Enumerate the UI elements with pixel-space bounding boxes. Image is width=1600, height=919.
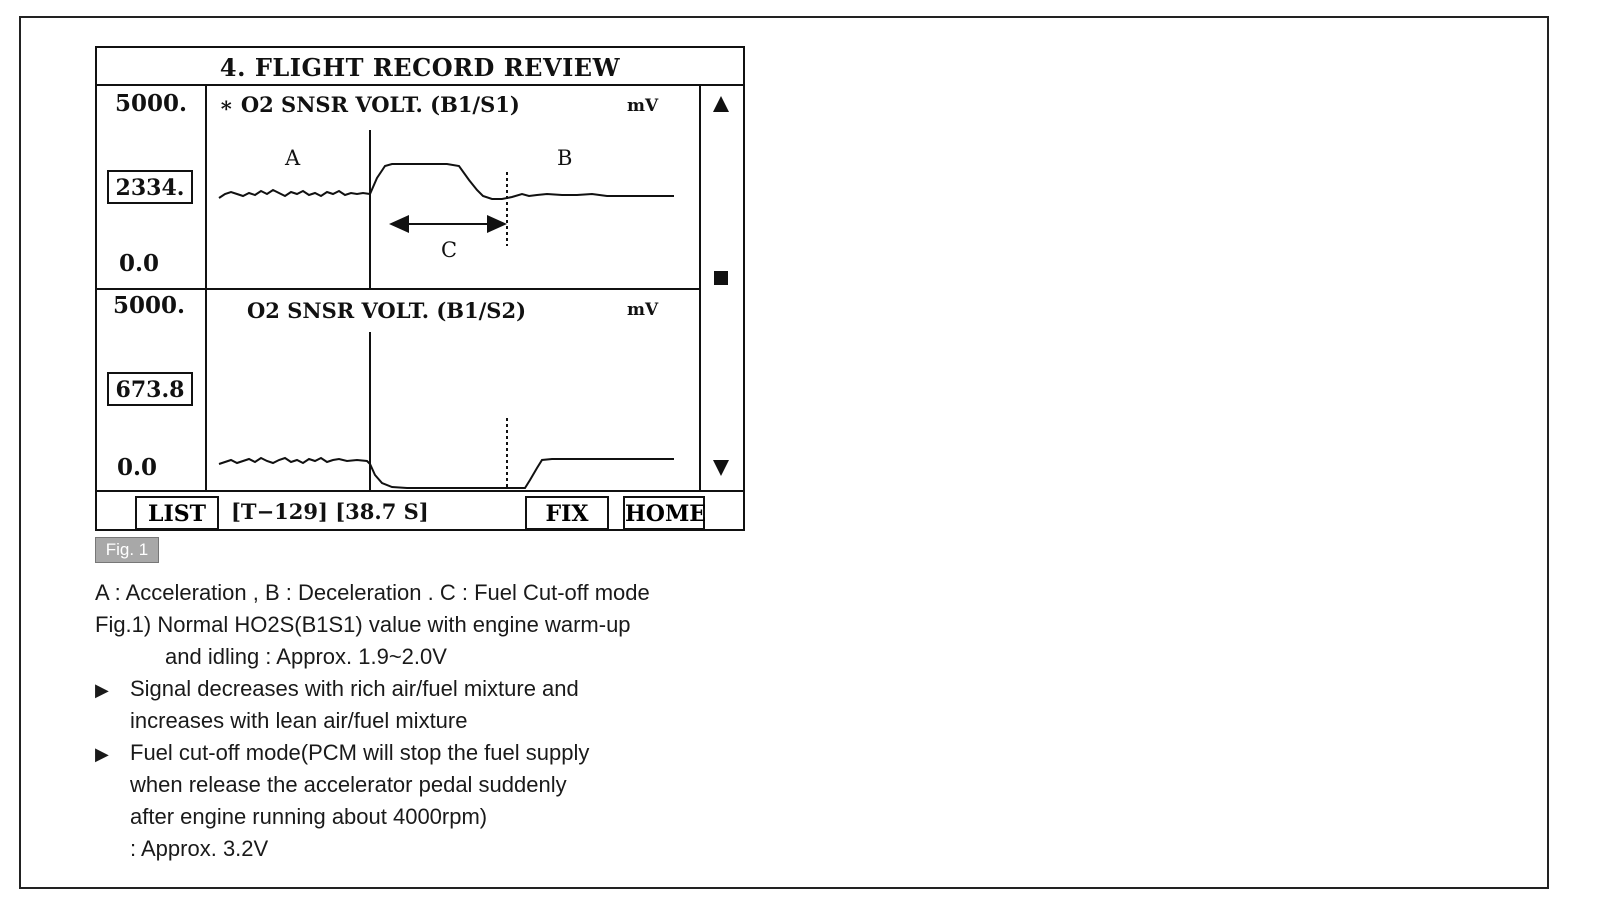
graph2-ymax: 5000.	[113, 292, 186, 319]
record-status: [T−129] [38.7 S]	[231, 499, 429, 524]
graph2-current-value: 673.8	[107, 372, 193, 406]
scanner-screen: 4. FLIGHT RECORD REVIEW 5000. 2334. 0.0 …	[95, 46, 745, 531]
graph1-trace	[218, 163, 674, 200]
fig-note-line1: Fig.1) Normal HO2S(B1S1) value with engi…	[95, 612, 631, 637]
fig-note-line2: and idling : Approx. 1.9~2.0V	[165, 644, 447, 669]
graph1-c-arrow-left	[389, 215, 409, 233]
graph1-ymax: 5000.	[115, 90, 188, 117]
legend-line: A : Acceleration , B : Deceleration . C …	[95, 580, 650, 605]
bullet2-line4: : Approx. 3.2V	[130, 836, 269, 861]
graph2-param-label: O2 SNSR VOLT. (B1/S2)	[247, 298, 526, 323]
scroll-down-icon[interactable]	[711, 458, 731, 478]
graph1-axis: 5000. 2334. 0.0	[97, 86, 207, 288]
graph1-unit: mV	[627, 96, 659, 116]
graph1-trace-svg	[218, 130, 674, 288]
graph1-plot: ∗ O2 SNSR VOLT. (B1/S1) mV A B C	[207, 86, 699, 288]
graph1-ymin: 0.0	[119, 250, 160, 277]
annotation-a: A	[285, 146, 301, 170]
graph2-trace	[218, 456, 674, 489]
annotation-c: C	[441, 238, 458, 262]
bullet1-line1: Signal decreases with rich air/fuel mixt…	[130, 676, 579, 701]
graph-separator	[97, 288, 699, 290]
graph1-current-value: 2334.	[107, 170, 193, 204]
bullet2-line1: Fuel cut-off mode(PCM will stop the fuel…	[130, 740, 590, 765]
graph2-trace-svg	[218, 332, 674, 490]
bullet1-line2: increases with lean air/fuel mixture	[130, 708, 468, 733]
scroll-bar[interactable]	[699, 86, 743, 490]
list-button[interactable]: LIST	[135, 496, 219, 530]
fix-button[interactable]: FIX	[525, 496, 609, 530]
graph2-unit: mV	[627, 300, 659, 320]
home-button[interactable]: HOME	[623, 496, 706, 530]
screen-footer: LIST [T−129] [38.7 S] FIX HOME	[97, 490, 743, 530]
annotation-b: B	[557, 146, 573, 170]
bullet2-line2: when release the accelerator pedal sudde…	[130, 772, 567, 797]
scroll-up-icon[interactable]	[711, 94, 731, 114]
bullet-icon: ▶	[95, 744, 109, 764]
scroll-stop-icon[interactable]	[711, 268, 731, 288]
screen-title: 4. FLIGHT RECORD REVIEW	[97, 48, 743, 86]
bullet-icon: ▶	[95, 680, 109, 700]
graph1-c-arrow-right	[487, 215, 507, 233]
document-frame	[19, 16, 1549, 889]
graph1-param-label: ∗ O2 SNSR VOLT. (B1/S1)	[219, 92, 520, 117]
figure-label: Fig. 1	[95, 537, 159, 563]
graph2-ymin: 0.0	[117, 454, 158, 481]
graph2-axis: 5000. 673.8 0.0	[97, 290, 207, 490]
bullet2-line3: after engine running about 4000rpm)	[130, 804, 488, 829]
graph2-plot: O2 SNSR VOLT. (B1/S2) mV	[207, 290, 699, 490]
notes-block: A : Acceleration , B : Deceleration . C …	[95, 577, 650, 865]
